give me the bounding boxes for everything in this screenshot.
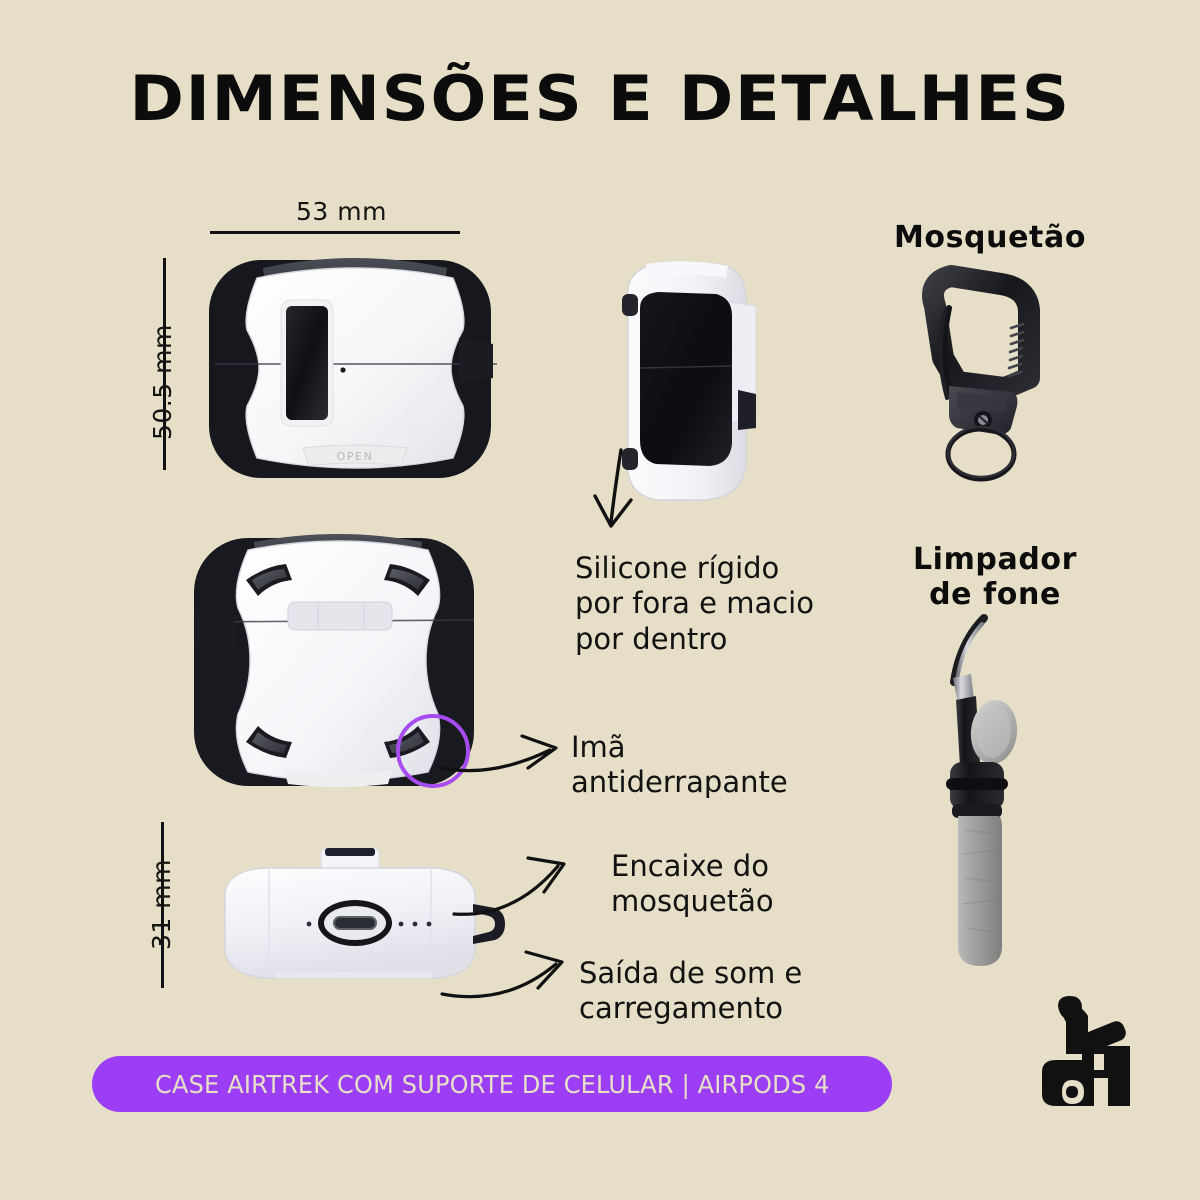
- dimension-label-width: 53 mm: [296, 197, 387, 226]
- page-title: DIMENSÕES E DETALHES: [129, 62, 1071, 135]
- case-front-view: OPEN: [205, 252, 505, 484]
- dimension-line-width: [210, 231, 460, 234]
- arrow-silicone: [593, 448, 633, 528]
- dimension-label-height: 50.5 mm: [148, 324, 177, 440]
- magnet-highlight-circle: [396, 714, 470, 788]
- carabiner-art: [905, 262, 1077, 492]
- dimension-line-depth: [161, 822, 164, 988]
- accessory-label-cleaner: Limpador de fone: [912, 542, 1078, 613]
- annotation-silicone: Silicone rígido por fora e macio por den…: [575, 551, 814, 656]
- arrow-audio-charging: [440, 950, 564, 999]
- dimension-label-depth: 31 mm: [147, 859, 176, 950]
- accessory-label-carabiner: Mosquetão: [893, 220, 1087, 255]
- case-side-view: [610, 258, 780, 506]
- magnet-pad-top-left: [246, 564, 292, 596]
- annotation-audio-charging: Saída de som e carregamento: [579, 956, 803, 1026]
- dimension-line-height: [163, 258, 166, 470]
- arrow-carabiner-slot: [452, 856, 566, 916]
- annotation-magnet: Imã antiderrapante: [571, 730, 788, 800]
- magnet-pad-bottom-left: [246, 726, 292, 758]
- product-banner-text: CASE AIRTREK COM SUPORTE DE CELULAR | AI…: [154, 1069, 830, 1099]
- open-label: OPEN: [337, 450, 374, 463]
- arrow-magnet: [440, 734, 558, 773]
- cleaner-art: [940, 614, 1050, 988]
- annotation-carabiner-slot: Encaixe do mosquetão: [611, 849, 774, 919]
- brand-logo: [1032, 994, 1156, 1118]
- magnet-pad-top-right: [384, 564, 430, 596]
- product-banner: CASE AIRTREK COM SUPORTE DE CELULAR | AI…: [92, 1056, 892, 1112]
